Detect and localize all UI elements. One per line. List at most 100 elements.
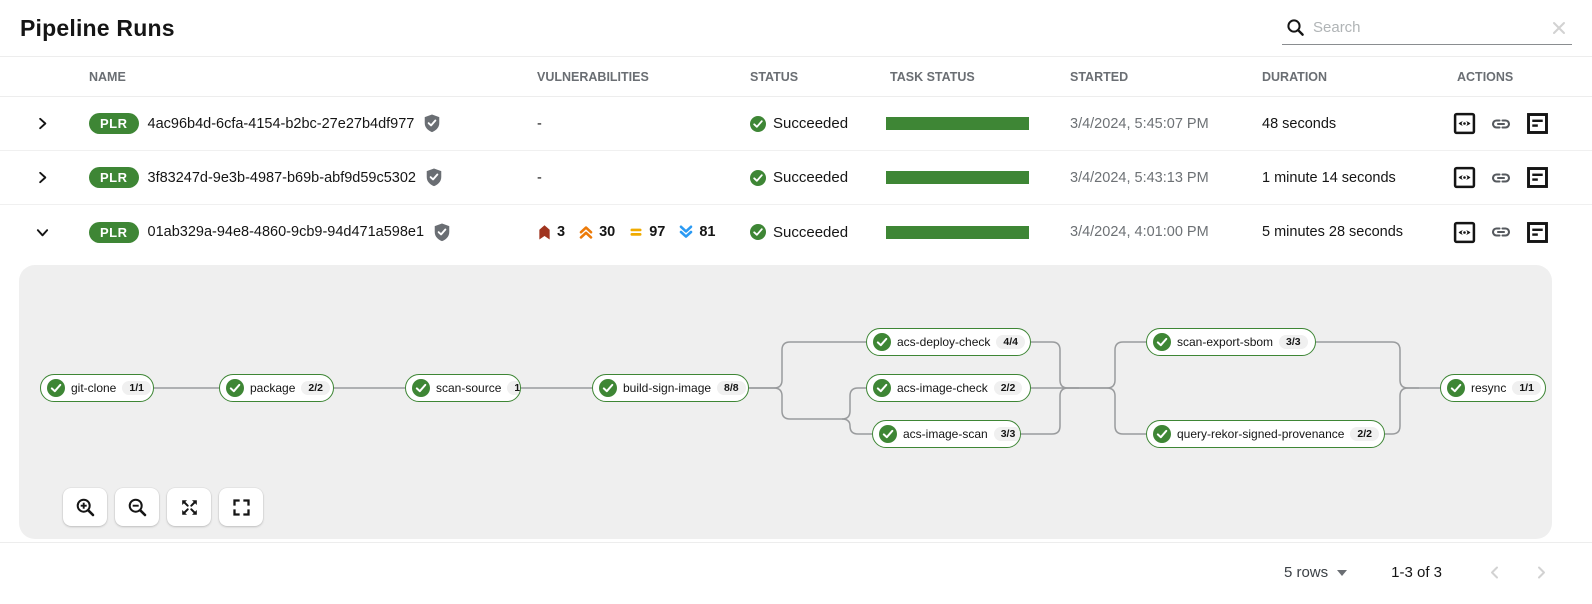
actions-cell	[1453, 112, 1592, 135]
logs-action-button[interactable]	[1526, 221, 1549, 244]
status-label: Succeeded	[773, 169, 849, 186]
clear-search-icon[interactable]	[1550, 19, 1568, 37]
task-success-icon	[1153, 333, 1171, 351]
started-cell: 3/4/2024, 5:43:13 PM	[1070, 169, 1209, 186]
graph-controls	[63, 488, 263, 526]
pipeline-runs-table-body: PLR 4ac96b4d-6cfa-4154-b2bc-27e27b4df977 -…	[0, 97, 1592, 259]
chevron-right-icon	[35, 170, 50, 185]
vulnerability-critical-count: 3	[557, 224, 566, 240]
critical-severity-icon	[537, 224, 552, 241]
logs-action-button[interactable]	[1526, 166, 1549, 189]
pipelinerun-kind-badge: PLR	[89, 113, 139, 134]
zoom-in-icon	[75, 497, 96, 518]
task-step-count-badge: 2/2	[301, 381, 330, 395]
vulnerability-medium-count: 97	[649, 224, 666, 240]
status-success-icon	[750, 169, 766, 186]
pipeline-task-node-package[interactable]: package 2/2	[219, 374, 334, 402]
pipelinerun-name-link[interactable]: 3f83247d-9e3b-4987-b69b-abf9d59c5302	[147, 169, 416, 186]
task-label: package	[250, 381, 296, 395]
task-success-icon	[599, 379, 617, 397]
pipelinerun-name-link[interactable]: 4ac96b4d-6cfa-4154-b2bc-27e27b4df977	[147, 115, 415, 132]
logs-icon	[1526, 166, 1549, 189]
previous-page-button[interactable]	[1482, 560, 1507, 585]
table-row: PLR 4ac96b4d-6cfa-4154-b2bc-27e27b4df977 -…	[0, 97, 1592, 151]
task-label: git-clone	[71, 381, 117, 395]
search-box	[1282, 11, 1572, 45]
view-icon	[1453, 221, 1476, 244]
duration-cell: 48 seconds	[1262, 115, 1337, 132]
status-cell: Succeeded	[746, 169, 886, 186]
task-success-icon	[226, 379, 244, 397]
pipeline-edges	[154, 341, 1440, 435]
expand-toggle[interactable]	[31, 221, 54, 244]
actions-cell	[1453, 166, 1592, 189]
view-icon	[1453, 112, 1476, 135]
link-action-button[interactable]	[1489, 167, 1513, 189]
status-label: Succeeded	[773, 115, 849, 132]
column-vulnerabilities: VULNERABILITIES	[537, 69, 649, 84]
expand-toggle[interactable]	[31, 112, 54, 135]
expand-toggle[interactable]	[31, 166, 54, 189]
vulnerability-low-count: 81	[699, 224, 716, 240]
table-row: PLR 01ab329a-94e8-4860-9cb9-94d471a598e1 3…	[0, 205, 1592, 259]
pipelinerun-name-link[interactable]: 01ab329a-94e8-4860-9cb9-94d471a598e1	[147, 224, 425, 240]
view-action-button[interactable]	[1453, 112, 1476, 135]
task-label: resync	[1471, 381, 1507, 395]
pipelinerun-kind-badge: PLR	[89, 167, 139, 188]
task-success-icon	[873, 333, 891, 351]
search-input[interactable]	[1313, 19, 1542, 36]
task-success-icon	[879, 425, 897, 443]
started-cell: 3/4/2024, 5:45:07 PM	[1070, 115, 1209, 132]
zoom-in-button[interactable]	[63, 488, 107, 526]
task-status-bar	[886, 171, 1029, 184]
task-step-count-badge: 8/8	[717, 381, 746, 395]
link-action-button[interactable]	[1489, 221, 1513, 243]
pipeline-task-node-resync[interactable]: resync 1/1	[1440, 374, 1546, 402]
table-footer: 5 rows 1-3 of 3	[0, 542, 1592, 602]
pipeline-task-node-git-clone[interactable]: git-clone 1/1	[40, 374, 154, 402]
status-cell: Succeeded	[746, 224, 886, 241]
fit-to-screen-icon	[179, 497, 200, 518]
pipelinerun-kind-badge: PLR	[89, 221, 139, 243]
task-label: query-rekor-signed-provenance	[1177, 427, 1345, 441]
started-cell: 3/4/2024, 4:01:00 PM	[1070, 224, 1209, 240]
view-action-button[interactable]	[1453, 166, 1476, 189]
table-header-row: NAME VULNERABILITIES STATUS TASK STATUS …	[0, 57, 1592, 97]
reset-view-icon	[231, 497, 252, 518]
column-actions: ACTIONS	[1457, 69, 1514, 84]
chevron-right-icon	[1538, 566, 1545, 579]
status-success-icon	[750, 115, 766, 132]
column-name: NAME	[89, 69, 126, 84]
pagination	[1482, 560, 1554, 585]
vulnerabilities-cell: -	[533, 116, 746, 132]
pipeline-task-node-scan-export-sbom[interactable]: scan-export-sbom 3/3	[1146, 328, 1316, 356]
column-started: STARTED	[1070, 69, 1129, 84]
logs-action-button[interactable]	[1526, 112, 1549, 135]
next-page-button[interactable]	[1529, 560, 1554, 585]
task-success-icon	[47, 379, 65, 397]
link-icon	[1489, 221, 1513, 243]
status-cell: Succeeded	[746, 115, 886, 132]
reset-view-button[interactable]	[219, 488, 263, 526]
zoom-out-button[interactable]	[115, 488, 159, 526]
rows-per-page-dropdown[interactable]: 5 rows	[1284, 564, 1348, 581]
task-step-count-badge: 1/1	[507, 381, 520, 395]
signed-shield-icon	[423, 114, 441, 133]
task-status-bar	[886, 225, 1029, 239]
task-step-count-badge: 2/2	[1350, 427, 1380, 441]
pipeline-task-node-query-rekor-signed-provenance[interactable]: query-rekor-signed-provenance 2/2	[1146, 420, 1385, 448]
view-action-button[interactable]	[1453, 221, 1476, 244]
fit-to-screen-button[interactable]	[167, 488, 211, 526]
task-label: scan-export-sbom	[1177, 335, 1274, 349]
task-step-count-badge: 4/4	[996, 335, 1025, 349]
task-step-count-badge: 1/1	[1512, 381, 1541, 395]
task-step-count-badge: 3/3	[1279, 335, 1308, 349]
link-action-button[interactable]	[1489, 113, 1513, 135]
task-step-count-badge: 1/1	[122, 381, 151, 395]
